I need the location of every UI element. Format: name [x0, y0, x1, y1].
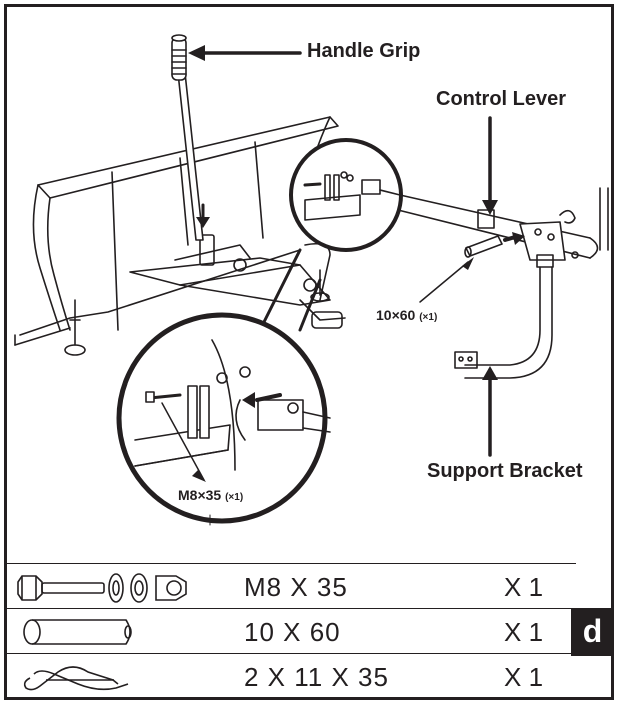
- bolt-spec-label: M8×35 (×1): [178, 487, 243, 503]
- bolt-spec-qty: (×1): [225, 492, 244, 503]
- step-badge: d: [571, 608, 614, 656]
- handle-tube: [171, 34, 204, 241]
- pin-spec-label: 10×60 (×1): [376, 307, 437, 323]
- control-lever: [397, 187, 609, 261]
- diagram-frame: [4, 4, 614, 700]
- cotter-pin-icon: [23, 666, 129, 691]
- plow-blade: [14, 116, 339, 346]
- part-size: 10 X 60: [244, 617, 341, 647]
- pin-part: [464, 235, 503, 258]
- detail-circle-small: [289, 138, 403, 252]
- assembly-diagram: [14, 34, 609, 526]
- handle-grip-label: Handle Grip: [307, 40, 421, 62]
- part-qty: X 1: [504, 572, 544, 602]
- part-size: 2 X 11 X 35: [244, 662, 389, 692]
- support-bracket: [454, 254, 554, 379]
- pin-spec-qty: (×1): [419, 312, 438, 323]
- parts-row: 10 X 60 X 1: [4, 608, 576, 654]
- parts-row: 2 X 11 X 35 X 1: [4, 653, 576, 699]
- bolt-washer-nut-icon: [17, 573, 187, 603]
- parts-row: M8 X 35 X 1: [4, 563, 576, 609]
- part-qty: X 1: [504, 662, 544, 692]
- pin-icon: [23, 619, 132, 645]
- control-lever-label: Control Lever: [436, 88, 567, 110]
- plow-frame: [129, 234, 346, 329]
- part-size: M8 X 35: [244, 572, 348, 602]
- detail-circle-large: [116, 312, 331, 524]
- bolt-spec: M8×35: [178, 487, 222, 503]
- pin-spec: 10×60: [376, 307, 416, 323]
- support-bracket-label: Support Bracket: [427, 460, 583, 482]
- part-qty: X 1: [504, 617, 544, 647]
- parts-table: M8 X 35 X 1 10 X 60 X 1 2 X 11 X 35 X 1: [4, 563, 614, 700]
